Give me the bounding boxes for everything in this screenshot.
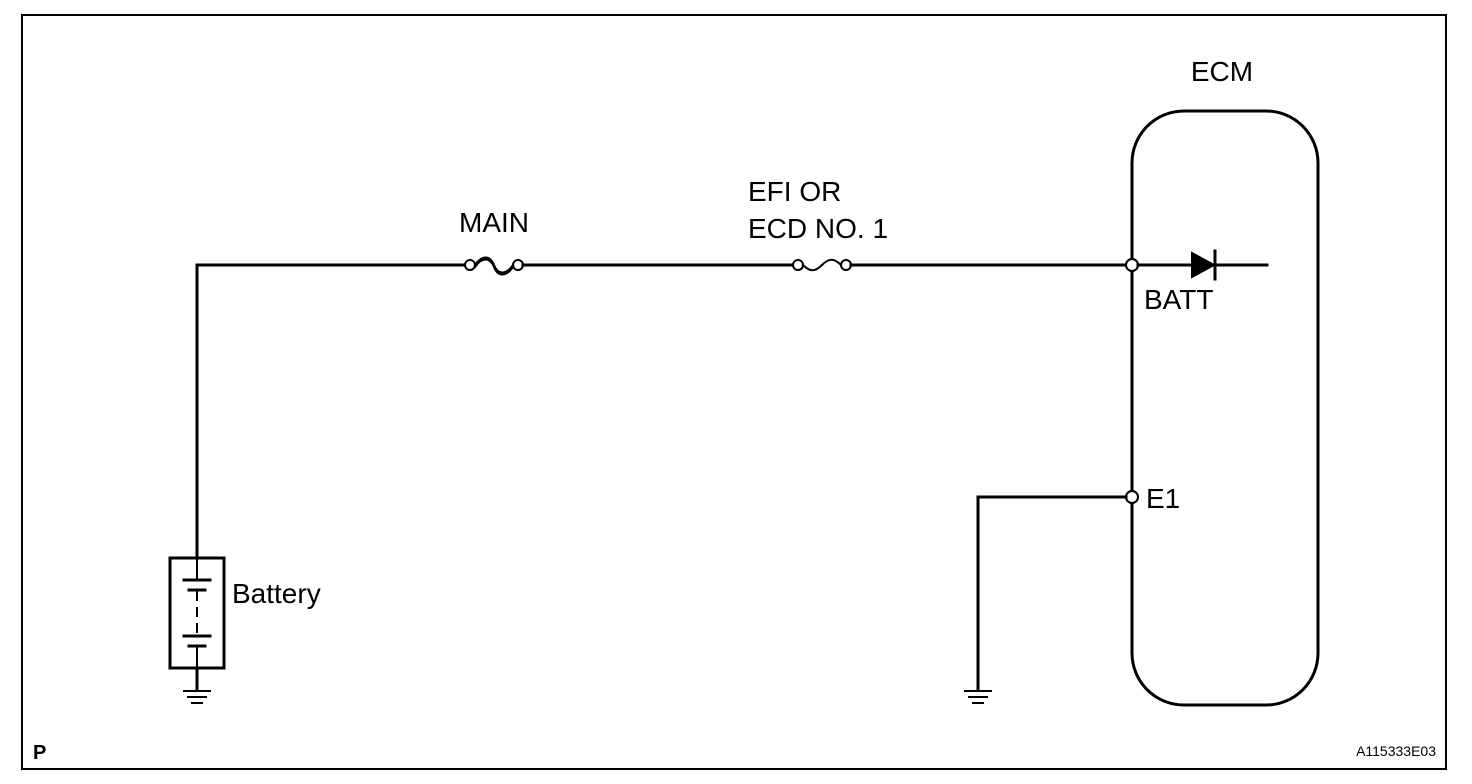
diode-icon [1191,249,1217,281]
efi-fuse-label-line1: EFI OR [748,176,841,207]
ecm-box [1130,109,1320,707]
efi-fuse-label-line2: ECD NO. 1 [748,213,888,244]
e1-terminal [1125,490,1139,504]
battery-ground-icon [183,690,211,704]
ecm-label: ECM [1191,56,1253,87]
battery-label: Battery [232,578,321,609]
e1-ground-wire [976,495,1128,692]
battery-icon [168,556,226,670]
batt-terminal-label: BATT [1144,284,1213,315]
corner-mark-p: P [33,742,46,764]
figure-id: A115333E03 [1356,743,1436,759]
main-fuse-icon [464,256,524,276]
batt-terminal [1125,258,1139,272]
main-fuse-label: MAIN [459,207,529,238]
e1-terminal-label: E1 [1146,483,1180,514]
efi-fuse-icon [792,258,852,272]
ecm-ground-icon [964,690,992,704]
diagram-frame [21,14,1447,770]
battery-positive-wire [195,263,472,560]
